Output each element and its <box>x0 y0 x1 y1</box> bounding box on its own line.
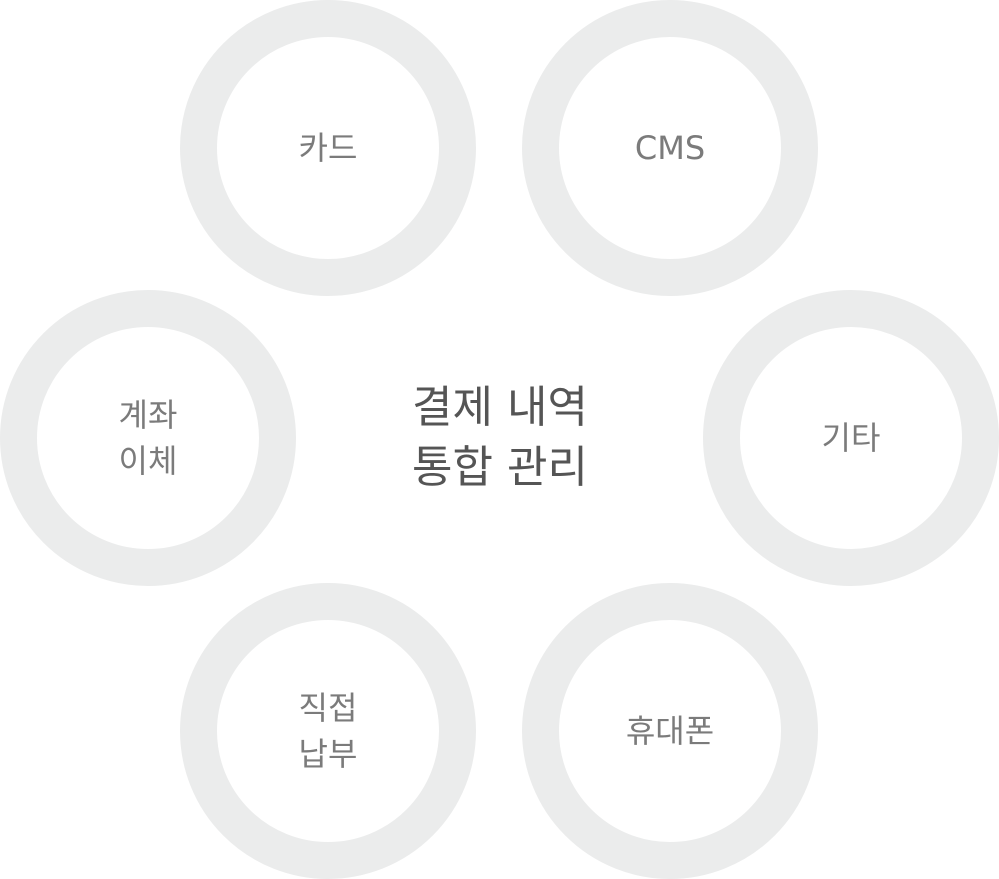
card-ring: 카드 <box>180 0 476 296</box>
direct-payment-ring: 직접 납부 <box>180 583 476 879</box>
cms-label: CMS <box>634 129 706 167</box>
other-ring: 기타 <box>703 290 999 586</box>
other-label: 기타 <box>821 419 881 457</box>
bank-transfer-ring: 계좌 이체 <box>0 290 296 586</box>
center-title: 결제 내역 통합 관리 <box>412 382 588 493</box>
direct-payment-label: 직접 납부 <box>298 689 358 773</box>
bank-transfer-label: 계좌 이체 <box>118 396 178 480</box>
mobile-label: 휴대폰 <box>625 712 715 750</box>
cms-ring: CMS <box>522 0 818 296</box>
mobile-ring: 휴대폰 <box>522 583 818 879</box>
card-label: 카드 <box>298 129 358 167</box>
